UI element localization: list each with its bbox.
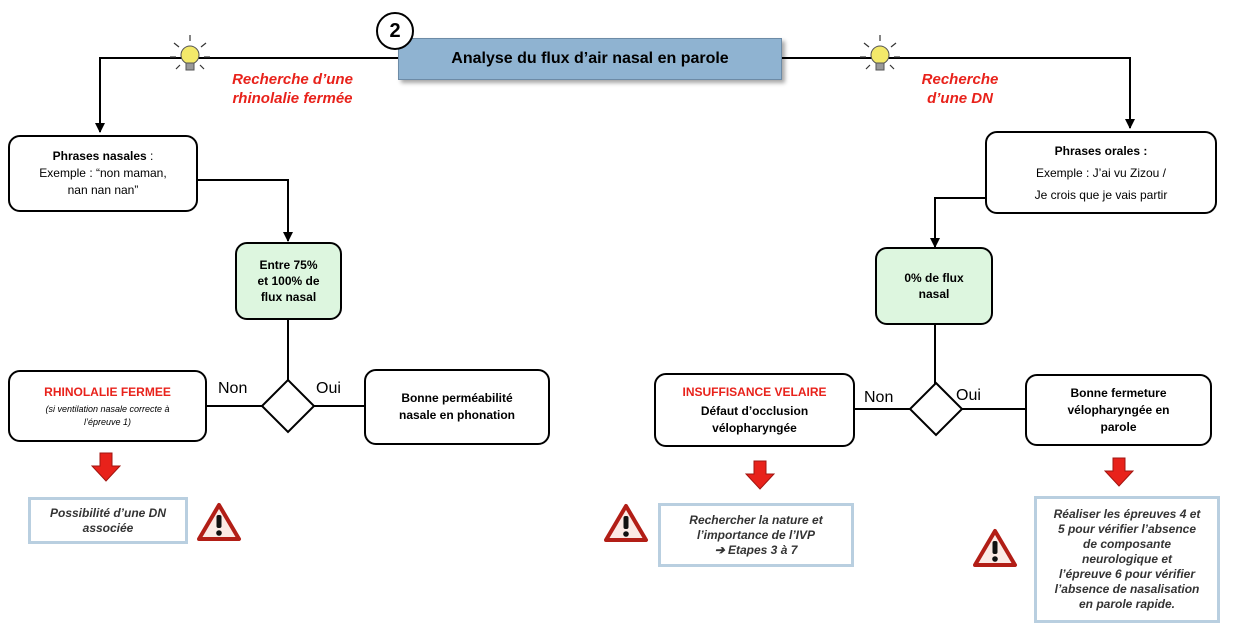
- connector-title-left: [95, 57, 398, 133]
- right-search-label: Recherche d’une DN: [921, 71, 999, 107]
- right-outcome-yes-box: Bonne fermeture vélopharyngée en parole: [1025, 374, 1212, 446]
- down-arrow-icon: [745, 460, 775, 490]
- left-yes-label: Oui: [316, 380, 341, 397]
- connector-right-phrases-flux: [930, 197, 988, 248]
- right-phrases-box: Phrases orales : Exemple : J’ai vu Zizou…: [985, 131, 1217, 214]
- left-search-label: Recherche d’une rhinolalie fermée: [232, 71, 353, 107]
- left-outcome-yes-box: Bonne perméabilité nasale en phonation: [364, 369, 550, 445]
- decision-diamond-left: [260, 378, 316, 434]
- down-arrow-icon: [1104, 457, 1134, 487]
- warning-icon: [197, 503, 241, 541]
- right-flux-box: 0% de flux nasal: [875, 247, 993, 325]
- warning-icon: [973, 529, 1017, 567]
- left-flux-box: Entre 75% et 100% de flux nasal: [235, 242, 342, 320]
- left-no-label: Non: [218, 380, 248, 397]
- left-advice-note: Possibilité d’une DN associée: [28, 497, 188, 544]
- right-no-label: Non: [864, 389, 894, 406]
- right-advice-no-note: Rechercher la nature et l’importance de …: [658, 503, 854, 567]
- decision-diamond-right: [908, 381, 964, 437]
- left-outcome-no-box: RHINOLALIE FERMEE (si ventilation nasale…: [8, 370, 207, 442]
- left-phrases-box: Phrases nasales : Exemple : “non maman, …: [8, 135, 198, 212]
- connector-left-phrases-flux: [198, 179, 293, 242]
- title-text: Analyse du flux d’air nasal en parole: [451, 50, 729, 67]
- right-advice-yes-note: Réaliser les épreuves 4 et 5 pour vérifi…: [1034, 496, 1220, 623]
- title-box: Analyse du flux d’air nasal en parole: [398, 38, 782, 80]
- connector-title-right: [782, 57, 1135, 129]
- down-arrow-icon: [91, 452, 121, 482]
- lightbulb-icon: [170, 35, 210, 71]
- warning-icon: [604, 504, 648, 542]
- step-number: 2: [389, 19, 401, 42]
- right-yes-label: Oui: [956, 387, 981, 404]
- lightbulb-icon: [860, 35, 900, 71]
- right-outcome-no-box: INSUFFISANCE VELAIRE Défaut d’occlusion …: [654, 373, 855, 447]
- step-number-badge: 2: [376, 12, 414, 50]
